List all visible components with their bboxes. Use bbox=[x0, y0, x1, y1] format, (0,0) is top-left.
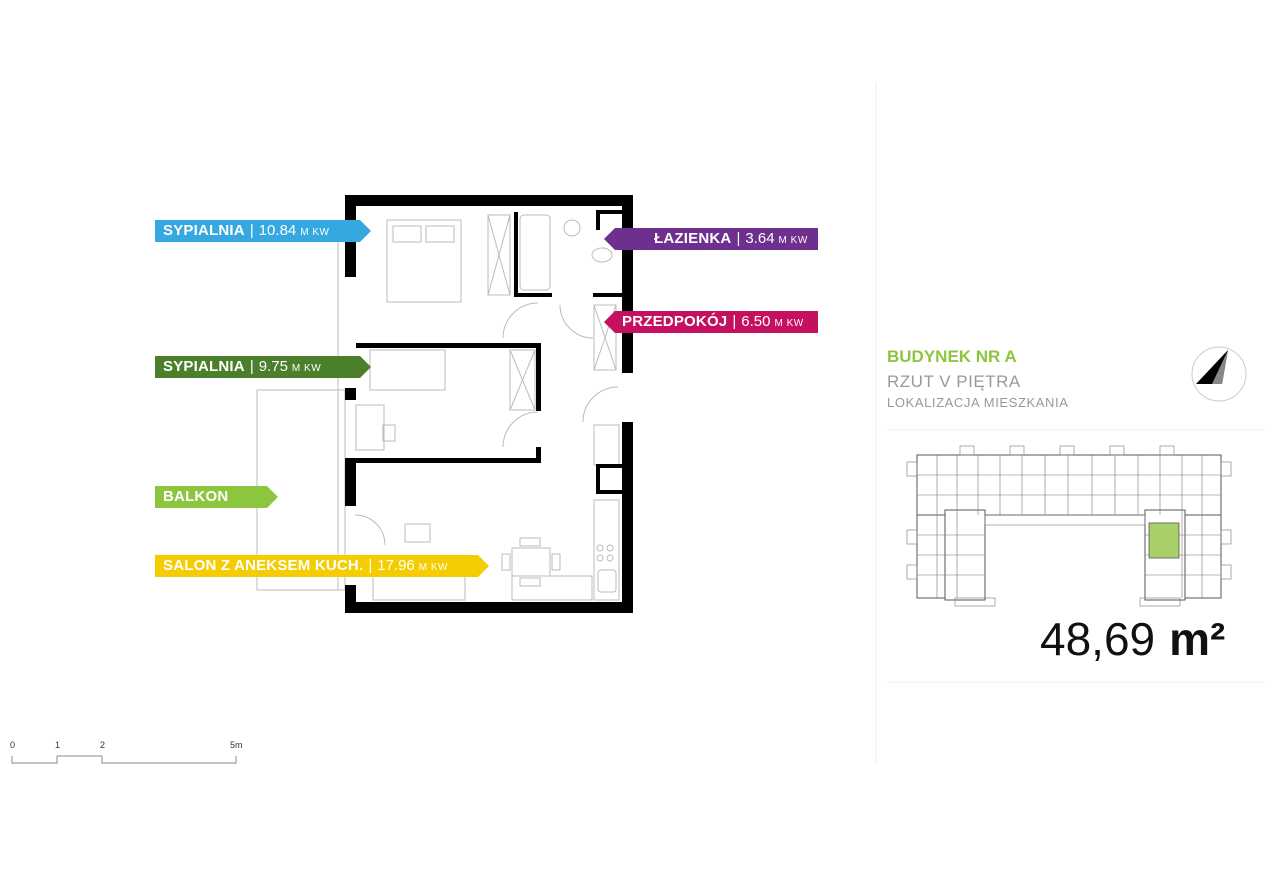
room-name: SYPIALNIA bbox=[163, 358, 245, 375]
scale-label-2: 2 bbox=[100, 740, 106, 750]
total-area-unit: m² bbox=[1169, 613, 1226, 665]
room-area-unit: M KW bbox=[291, 363, 322, 374]
scale-label-0: 0 bbox=[10, 740, 16, 750]
room-area: 6.50 bbox=[741, 313, 771, 330]
scale-label-5m: 5m bbox=[230, 740, 243, 750]
room-name: ŁAZIENKA bbox=[654, 230, 732, 247]
room-area-unit: M KW bbox=[778, 235, 808, 246]
bed-furniture bbox=[386, 219, 462, 303]
location-caption: LOKALIZACJA MIESZKANIA bbox=[887, 395, 1069, 410]
room-area: 10.84 bbox=[258, 222, 297, 239]
room-area-unit: M KW bbox=[774, 318, 804, 329]
room-area-unit: M KW bbox=[300, 227, 330, 238]
room-area: 9.75 bbox=[258, 358, 288, 375]
total-area-value: 48,69 bbox=[1040, 613, 1156, 665]
room-area-unit: M KW bbox=[418, 562, 448, 573]
room-name: PRZEDPOKÓJ bbox=[622, 313, 728, 330]
building-title: BUDYNEK NR A bbox=[887, 347, 1017, 366]
room-label-balcony: BALKON bbox=[155, 486, 278, 508]
room-area: 3.64 bbox=[745, 230, 775, 247]
room-name: SALON Z ANEKSEM KUCH. bbox=[163, 557, 364, 574]
apartment-location-highlight bbox=[1148, 522, 1180, 559]
scale-label-1: 1 bbox=[55, 740, 61, 750]
room-name: SYPIALNIA bbox=[163, 222, 245, 239]
room-area: 17.96 bbox=[377, 557, 415, 574]
floor-subtitle: RZUT V PIĘTRA bbox=[887, 372, 1021, 391]
room-name: BALKON bbox=[163, 488, 229, 505]
